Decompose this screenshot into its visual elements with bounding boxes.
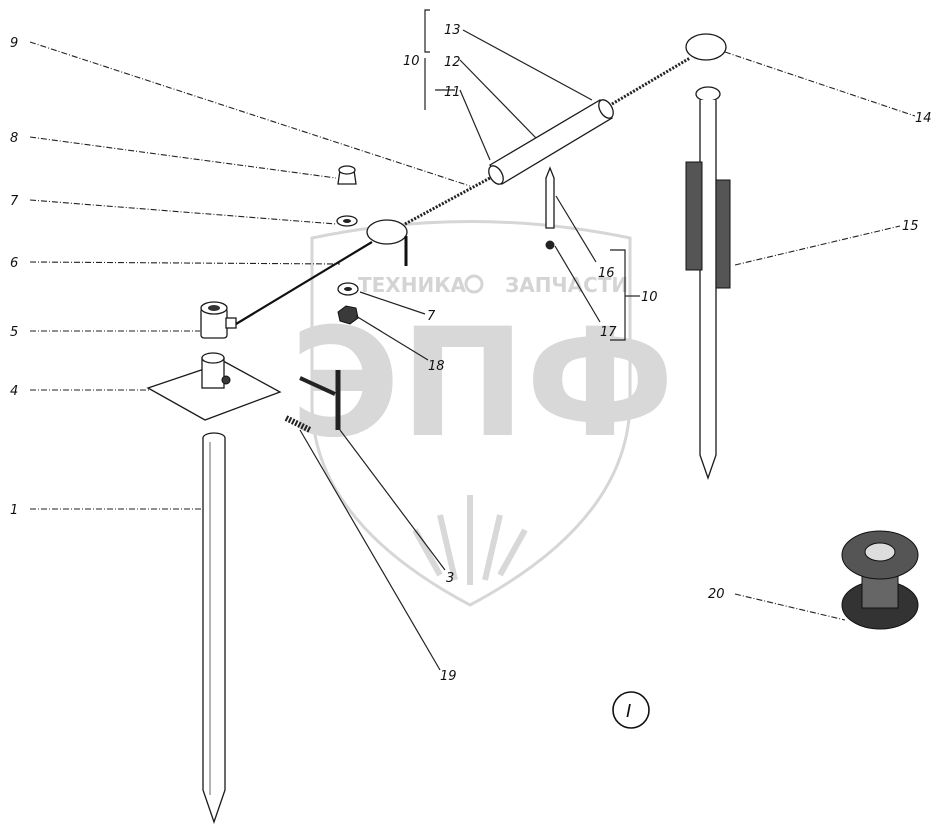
callout-3: 3 (446, 571, 454, 586)
figure-mark-label: I (626, 701, 631, 722)
callout-20: 20 (708, 587, 725, 602)
part-20-spool (841, 530, 919, 630)
part-9-spring (404, 176, 491, 226)
gear-icon (464, 274, 484, 294)
part-17-bead (545, 240, 555, 250)
callout-7-mid: 7 (427, 309, 436, 324)
callout-14: 14 (915, 111, 932, 126)
part-14-ring (685, 33, 727, 61)
part-5-clamp (200, 301, 237, 339)
callout-6: 6 (10, 256, 18, 271)
callout-labels: 1 3 4 5 6 7 7 8 9 10 10 11 12 13 14 15 1… (10, 23, 932, 684)
part-7-washer-top (336, 215, 358, 227)
callout-5: 5 (10, 325, 18, 340)
callout-1: 1 (10, 503, 18, 518)
wheat-icon (412, 495, 528, 585)
part-6-cord (235, 176, 491, 325)
callout-18: 18 (428, 359, 445, 374)
part-16-pin (545, 166, 555, 229)
callout-12: 12 (444, 55, 461, 70)
callout-7-top: 7 (10, 194, 19, 209)
callout-4: 4 (10, 384, 18, 399)
part-18-nut (337, 305, 359, 325)
leader-lines (29, 9, 916, 671)
figure-mark: I (612, 691, 650, 729)
callout-8: 8 (10, 131, 18, 146)
callout-10-right: 10 (641, 290, 658, 305)
callout-16: 16 (598, 266, 615, 281)
part-15-stake (685, 86, 731, 480)
callout-17: 17 (600, 325, 617, 340)
part-3-t-bolt (299, 370, 341, 430)
part-12-tube (488, 56, 691, 185)
part-19-screw (284, 415, 312, 433)
part-7-washer-mid (337, 282, 359, 296)
callout-9: 9 (10, 36, 18, 51)
watermark-shield: ТЕХНИКА ЗАПЧАСТИ ЭПФ (290, 220, 674, 607)
part-8-cap (337, 165, 357, 185)
part-13-spring (611, 56, 691, 106)
part-1-stake (202, 432, 226, 824)
callout-11: 11 (444, 85, 461, 100)
callout-13: 13 (444, 23, 461, 38)
callout-19: 19 (440, 669, 457, 684)
callout-10-top: 10 (403, 54, 420, 69)
watermark-text-right: ЗАПЧАСТИ (505, 273, 628, 297)
callout-15: 15 (902, 219, 919, 234)
watermark-logo: ЭПФ (290, 297, 674, 471)
watermark-text-left: ТЕХНИКА (358, 273, 467, 297)
part-4-base-plate (146, 352, 282, 421)
